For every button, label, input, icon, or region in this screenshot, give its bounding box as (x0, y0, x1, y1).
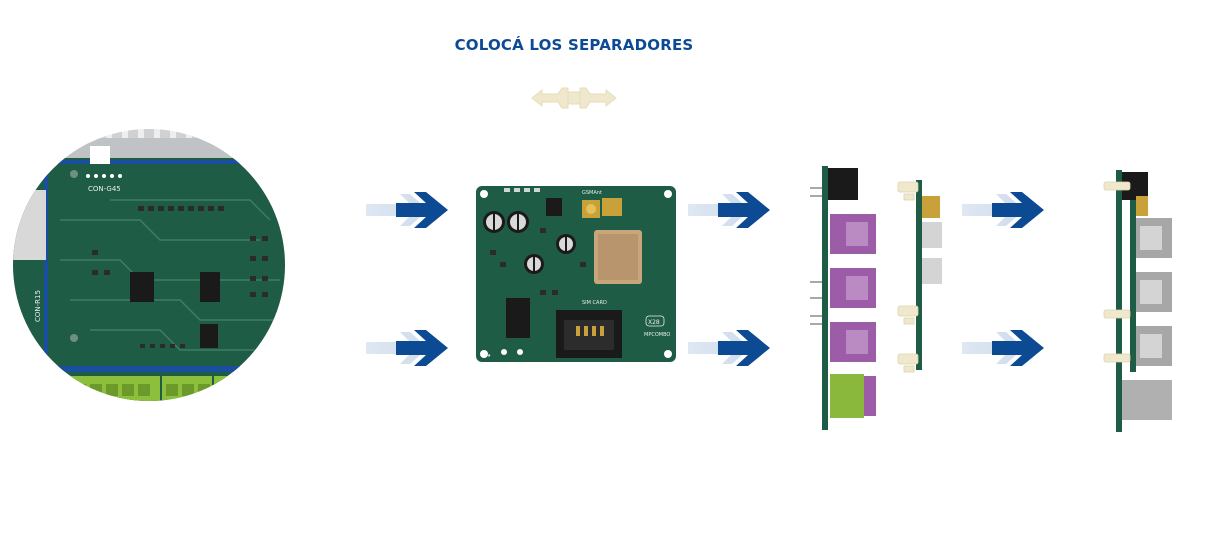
main-board-side-view (810, 166, 876, 430)
arrow-icon (688, 330, 770, 366)
fuse-side (830, 214, 876, 418)
spacer-icon (897, 181, 919, 373)
chip (506, 298, 530, 338)
label-con-r15: CON-R15 (34, 290, 42, 322)
assembled-side-view (1103, 170, 1172, 432)
terminal-blocks (70, 376, 268, 401)
label-fuse-1: 3A (330, 227, 339, 234)
page-title: COLOCÁ LOS SEPARADORES (454, 36, 694, 54)
arrow-icon (688, 192, 770, 228)
label-con-g45: CON-G45 (88, 185, 121, 193)
spacer-icon (1103, 181, 1131, 363)
arrow-icon (366, 192, 448, 228)
label-aux: 12V AUX (166, 424, 188, 430)
label-prog: PROG (278, 367, 296, 374)
spacer-icon (531, 87, 617, 109)
arrow-icon (962, 330, 1044, 366)
capacitor (483, 211, 505, 233)
arrow-icon (366, 330, 448, 366)
label-sir1: SIR 1 (312, 254, 330, 262)
module-board: GSMAnt SIM CARD X28 MPCOMBO ⇸ (476, 186, 676, 362)
label-sim-card: SIM CARD (582, 300, 607, 306)
chip (130, 272, 154, 302)
chip (200, 324, 218, 348)
capacitor (507, 211, 529, 233)
fuse-sir2 (312, 264, 326, 310)
main-board-zoom: CON-G45 3A SIR 1 3A SIR2 CON-R15 (13, 129, 339, 430)
usb-icon: ⇸ (484, 351, 491, 360)
capacitor (556, 234, 576, 254)
label-model: MPCOMBO (644, 332, 670, 338)
chip (200, 272, 220, 302)
fuse-sir1 (312, 206, 326, 252)
label-fuse-2: 3A (330, 285, 339, 292)
module-side-view (897, 180, 942, 373)
arrow-icon (962, 192, 1044, 228)
label-gsm-ant: GSMAnt (582, 190, 602, 196)
capacitor (524, 254, 544, 274)
label-sir2: SIR2 (312, 312, 328, 320)
antenna-connector (546, 198, 562, 216)
label-mpxh: MPXH (222, 424, 237, 430)
label-brand: X28 (648, 319, 660, 326)
